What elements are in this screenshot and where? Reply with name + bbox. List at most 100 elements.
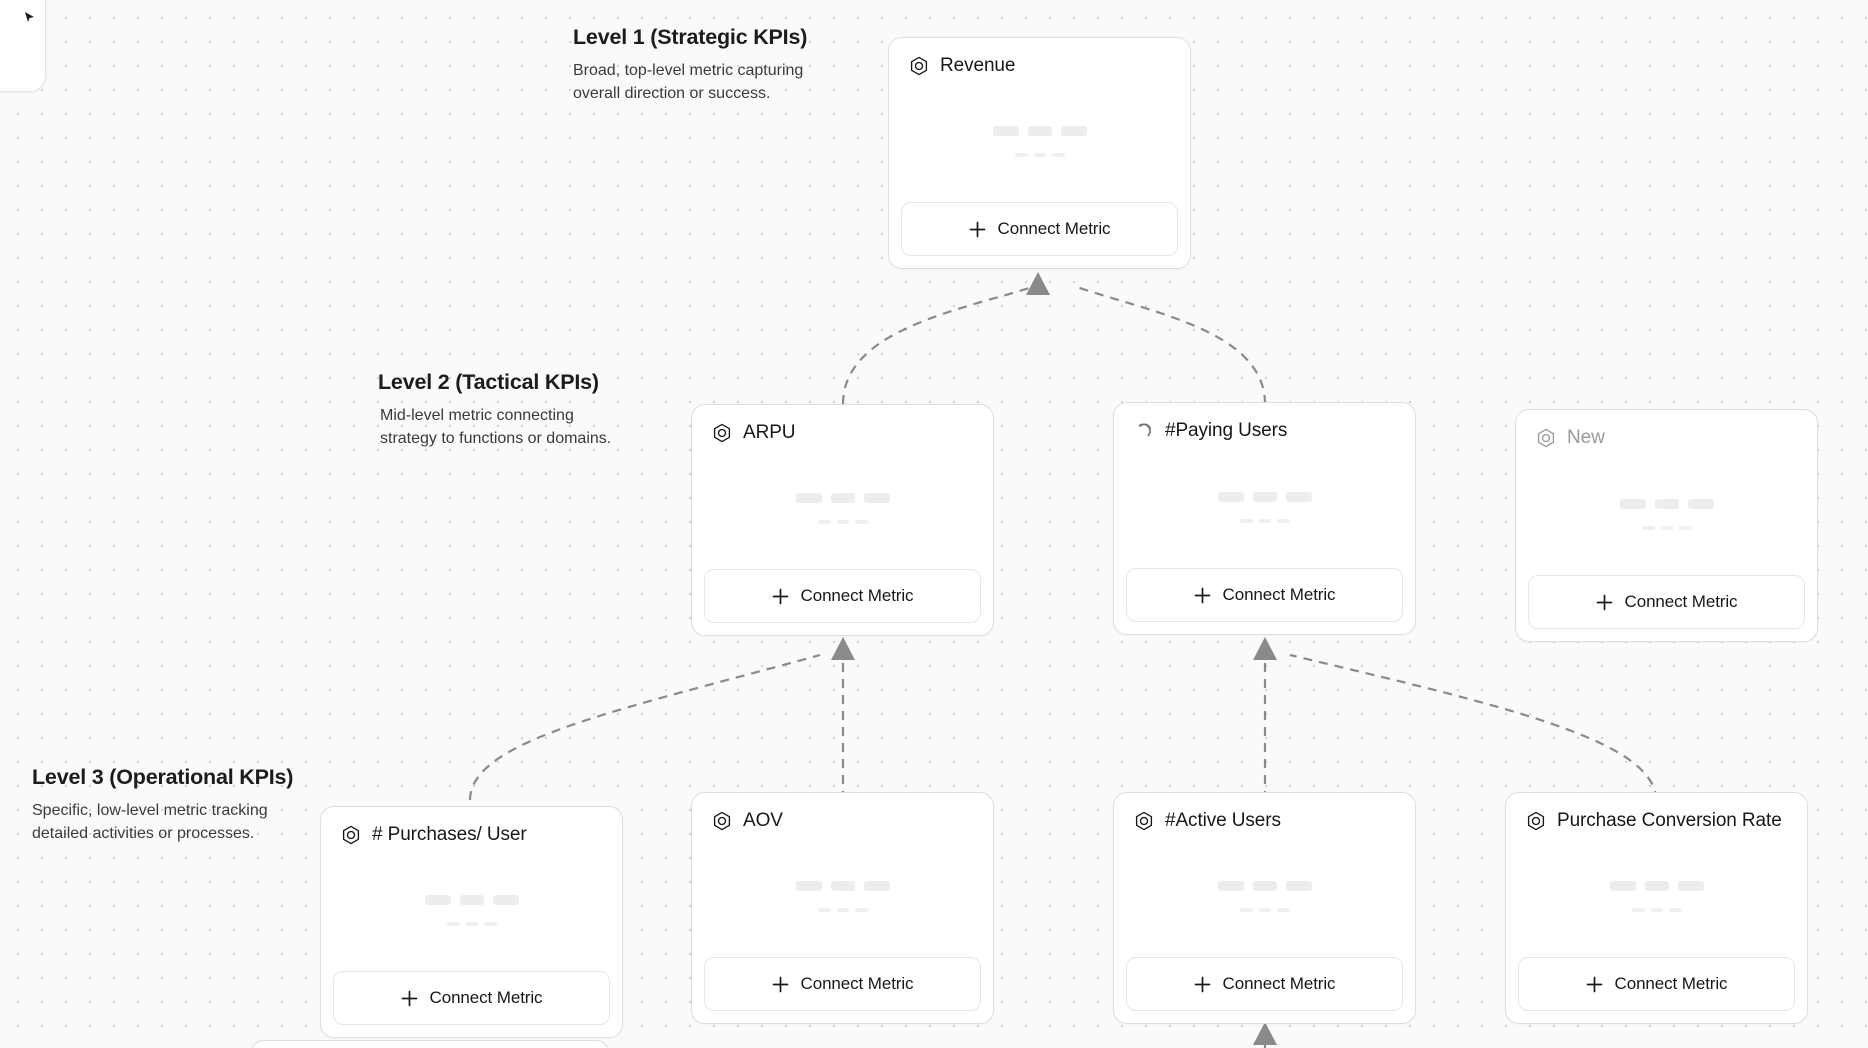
skeleton-bar <box>1285 491 1312 502</box>
connect-metric-button[interactable]: Connect Metric <box>1528 575 1805 629</box>
plus-icon <box>401 990 417 1006</box>
skeleton-bar <box>854 520 868 524</box>
card-title: ARPU <box>743 422 796 443</box>
connect-metric-label: Connect Metric <box>1624 592 1738 611</box>
skeleton-row-primary <box>424 895 519 905</box>
skeleton-bar <box>1609 881 1636 891</box>
card-title: #Active Users <box>1165 810 1281 831</box>
metric-card-new[interactable]: New Connect Metric <box>1515 409 1818 642</box>
card-placeholder-body <box>692 444 993 569</box>
skeleton-bar <box>836 520 849 524</box>
skeleton-row-primary <box>1619 498 1714 509</box>
card-header: Revenue <box>889 38 1190 77</box>
edge-paying-users-to-revenue <box>1073 284 1267 405</box>
skeleton-row-primary <box>1609 881 1704 891</box>
card-title: Purchase Conversion Rate <box>1557 810 1782 831</box>
skeleton-row-secondary <box>817 908 868 912</box>
level-1-title: Level 1 (Strategic KPIs) <box>573 25 808 49</box>
connect-metric-button[interactable]: Connect Metric <box>1518 957 1795 1011</box>
metric-card-purchase-conversion-rate[interactable]: Purchase Conversion Rate Connect Metric <box>1505 792 1808 1024</box>
level-1-description: Broad, top-level metric capturing overal… <box>573 62 804 102</box>
skeleton-bar <box>459 895 484 905</box>
card-title: AOV <box>743 810 783 831</box>
skeleton-bar <box>1631 908 1645 912</box>
hexagon-metric-icon <box>1527 811 1545 831</box>
connect-metric-button[interactable]: Connect Metric <box>901 202 1178 256</box>
edge-conversion-to-paying-users <box>1289 653 1658 801</box>
skeleton-bar <box>795 493 822 503</box>
metric-card-aov[interactable]: AOV Connect Metric <box>691 792 994 1024</box>
metric-card-arpu[interactable]: ARPU Connect Metric <box>691 404 994 636</box>
skeleton-bar <box>1678 525 1692 530</box>
skeleton-bar <box>1258 518 1271 523</box>
card-header: AOV <box>692 793 993 832</box>
skeleton-bar <box>1687 498 1714 509</box>
skeleton-bar <box>1650 908 1663 912</box>
card-placeholder-body <box>1516 449 1817 575</box>
hexagon-metric-icon <box>1537 428 1555 448</box>
card-placeholder-body <box>692 832 993 957</box>
card-placeholder-body <box>1506 832 1807 957</box>
level-2-label-group: Level 2 (Tactical KPIs) Mid-level metric… <box>378 370 630 450</box>
skeleton-bar <box>465 922 478 926</box>
skeleton-bar <box>830 493 855 503</box>
skeleton-row-secondary <box>817 520 868 524</box>
skeleton-row-secondary <box>1239 518 1290 523</box>
connect-metric-button[interactable]: Connect Metric <box>333 971 610 1025</box>
hexagon-metric-icon <box>910 56 928 76</box>
connect-metric-button[interactable]: Connect Metric <box>1126 568 1403 622</box>
skeleton-bar <box>1285 881 1312 891</box>
metric-card-revenue[interactable]: Revenue Connect Metric <box>888 37 1191 269</box>
connect-metric-button[interactable]: Connect Metric <box>1126 957 1403 1011</box>
connect-metric-label: Connect Metric <box>800 586 914 605</box>
skeleton-row-secondary <box>1239 908 1290 912</box>
card-header: #Active Users <box>1114 793 1415 832</box>
level-3-label-group: Level 3 (Operational KPIs) Specific, low… <box>32 765 293 845</box>
skeleton-bar <box>483 922 497 926</box>
cursor-glyph-icon <box>25 12 34 22</box>
level-3-title: Level 3 (Operational KPIs) <box>32 765 294 789</box>
plus-icon <box>1194 587 1210 603</box>
skeleton-row-secondary <box>446 922 497 926</box>
connect-metric-label: Connect Metric <box>1614 974 1728 993</box>
skeleton-bar <box>1276 518 1290 523</box>
skeleton-bar <box>836 908 849 912</box>
metric-card-offscreen-bottom[interactable] <box>250 1040 610 1048</box>
skeleton-bar <box>1677 881 1704 891</box>
plus-icon <box>1586 976 1602 992</box>
skeleton-bar <box>1217 881 1244 891</box>
skeleton-bar <box>1060 126 1087 136</box>
skeleton-bar <box>1252 881 1277 891</box>
metric-card-purchases-per-user[interactable]: # Purchases/ User Connect Metric <box>320 806 623 1038</box>
skeleton-bar <box>1252 491 1277 502</box>
connect-metric-label: Connect Metric <box>800 974 914 993</box>
arrowhead-active-users <box>1253 1022 1277 1045</box>
card-placeholder-body <box>321 846 622 971</box>
skeleton-row-primary <box>1217 491 1312 502</box>
connect-metric-button[interactable]: Connect Metric <box>704 957 981 1011</box>
skeleton-bar <box>795 881 822 891</box>
level-2-description: Mid-level metric connecting strategy to … <box>380 407 612 447</box>
skeleton-bar <box>1619 498 1646 509</box>
metric-card-paying-users[interactable]: #Paying Users Connect Metric <box>1113 402 1416 635</box>
skeleton-row-secondary <box>1014 153 1065 157</box>
offscreen-panel-peek[interactable] <box>0 0 46 92</box>
plus-icon <box>1194 976 1210 992</box>
hexagon-metric-icon <box>713 423 731 443</box>
metric-card-active-users[interactable]: #Active Users Connect Metric <box>1113 792 1416 1024</box>
skeleton-bar <box>1660 525 1673 530</box>
skeleton-bar <box>817 908 831 912</box>
skeleton-bar <box>992 126 1019 136</box>
skeleton-bar <box>1033 153 1046 157</box>
skeleton-bar <box>492 895 519 905</box>
connect-metric-button[interactable]: Connect Metric <box>704 569 981 623</box>
card-title: Revenue <box>940 55 1016 76</box>
skeleton-row-primary <box>992 126 1087 136</box>
card-title: # Purchases/ User <box>372 824 527 845</box>
card-header: # Purchases/ User <box>321 807 622 846</box>
skeleton-row-primary <box>795 881 890 891</box>
hexagon-metric-icon <box>713 811 731 831</box>
skeleton-bar <box>1027 126 1052 136</box>
skeleton-bar <box>1668 908 1682 912</box>
